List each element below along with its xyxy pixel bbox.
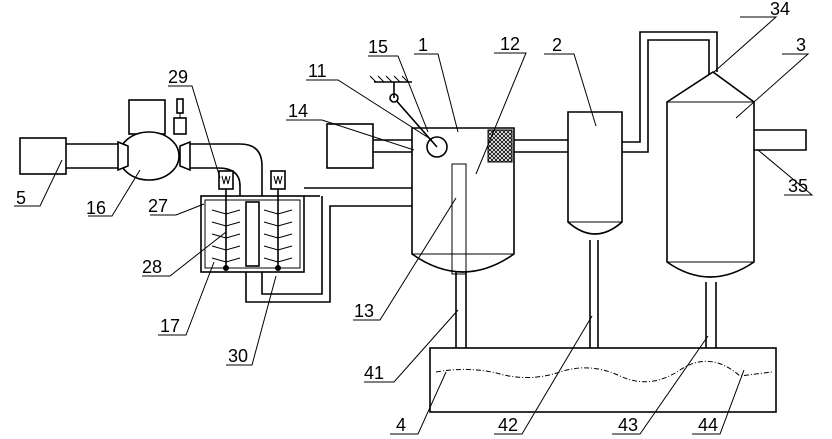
label-43: 43 bbox=[618, 415, 638, 435]
label-30: 30 bbox=[228, 346, 248, 366]
component-1-reactor bbox=[369, 75, 515, 348]
label-15: 15 bbox=[368, 37, 388, 57]
label-4: 4 bbox=[396, 415, 406, 435]
label-16: 16 bbox=[86, 198, 106, 218]
component-2-separator bbox=[567, 31, 718, 348]
label-44: 44 bbox=[698, 415, 718, 435]
label-27: 27 bbox=[148, 196, 168, 216]
label-2: 2 bbox=[552, 35, 562, 55]
component-5-blower bbox=[19, 137, 118, 175]
label-3: 3 bbox=[796, 35, 806, 55]
label-17: 17 bbox=[160, 316, 180, 336]
label-12: 12 bbox=[500, 34, 520, 54]
label-29: 29 bbox=[168, 67, 188, 87]
component-14-feeder bbox=[326, 123, 412, 169]
label-14: 14 bbox=[288, 101, 308, 121]
component-3-column bbox=[666, 71, 807, 348]
label-11: 11 bbox=[308, 61, 327, 81]
mixer-to-reactor-pipes bbox=[245, 187, 412, 303]
label-13: 13 bbox=[354, 301, 374, 321]
leader-lines bbox=[14, 16, 814, 435]
label-35: 35 bbox=[788, 176, 808, 196]
reactor-to-separator-pipe bbox=[514, 139, 568, 153]
label-1: 1 bbox=[418, 35, 428, 55]
label-41: 41 bbox=[364, 363, 384, 383]
component-17-mixing-tank bbox=[200, 170, 305, 273]
component-16-valve bbox=[117, 98, 263, 196]
label-34: 34 bbox=[770, 0, 790, 19]
part-labels: 5 16 29 27 28 17 30 14 11 15 1 12 13 41 … bbox=[16, 0, 808, 435]
label-5: 5 bbox=[16, 188, 26, 208]
component-4-collection-tank bbox=[429, 347, 777, 413]
label-28: 28 bbox=[142, 257, 162, 277]
label-42: 42 bbox=[498, 415, 518, 435]
